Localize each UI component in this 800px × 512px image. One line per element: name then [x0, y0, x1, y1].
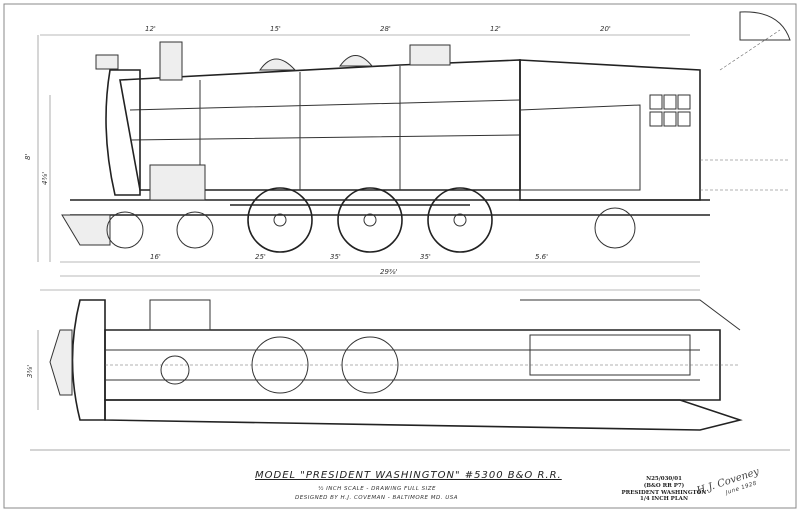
pilot-truck [106, 211, 214, 249]
dim-bottom-2: 25' [255, 253, 266, 261]
trailing-truck [594, 207, 636, 249]
title-block: MODEL "PRESIDENT WASHINGTON" #5300 B&O R… [255, 470, 562, 501]
plan-view: 3⅜' [26, 289, 743, 431]
stamp-line-1: N25/030/01 [646, 476, 682, 482]
driving-wheels [230, 187, 493, 253]
archive-stamp: N25/030/01 (B&O RR P7) PRESIDENT WASHING… [622, 476, 707, 502]
designer-note: DESIGNED BY H.J. COVEMAN - BALTIMORE MD.… [295, 495, 458, 501]
dim-height-left: 8' [24, 154, 32, 160]
dim-bottom-1: 16' [150, 253, 161, 261]
dim-bottom-3: 35' [330, 253, 341, 261]
dim-top-2: 15' [270, 25, 281, 33]
side-elevation: 12' 15' 28' 12' 20' 16' 25' 35' 35' 5.6'… [24, 11, 791, 277]
stamp-line-2: (B&O RR P7) [644, 482, 685, 489]
dim-top-4: 12' [490, 25, 501, 33]
dim-top-5: 20' [600, 25, 611, 33]
dim-top-3: 28' [380, 25, 391, 33]
cab-windows [649, 94, 691, 127]
dim-plan-width: 3⅜' [26, 365, 34, 378]
dim-overall: 29⅜' [380, 268, 398, 276]
dim-bottom-4: 35' [420, 253, 431, 261]
stamp-line-4: 1/4 INCH PLAN [640, 496, 688, 502]
stamp-line-3: PRESIDENT WASHINGTON [622, 490, 707, 496]
drawing-title: MODEL "PRESIDENT WASHINGTON" #5300 B&O R… [255, 470, 562, 481]
dim-top-1: 12' [145, 25, 156, 33]
dim-height-mid: 4⅜' [41, 172, 49, 185]
scale-note: ½ INCH SCALE - DRAWING FULL SIZE [318, 485, 436, 492]
dim-bottom-5: 5.6' [535, 253, 548, 261]
